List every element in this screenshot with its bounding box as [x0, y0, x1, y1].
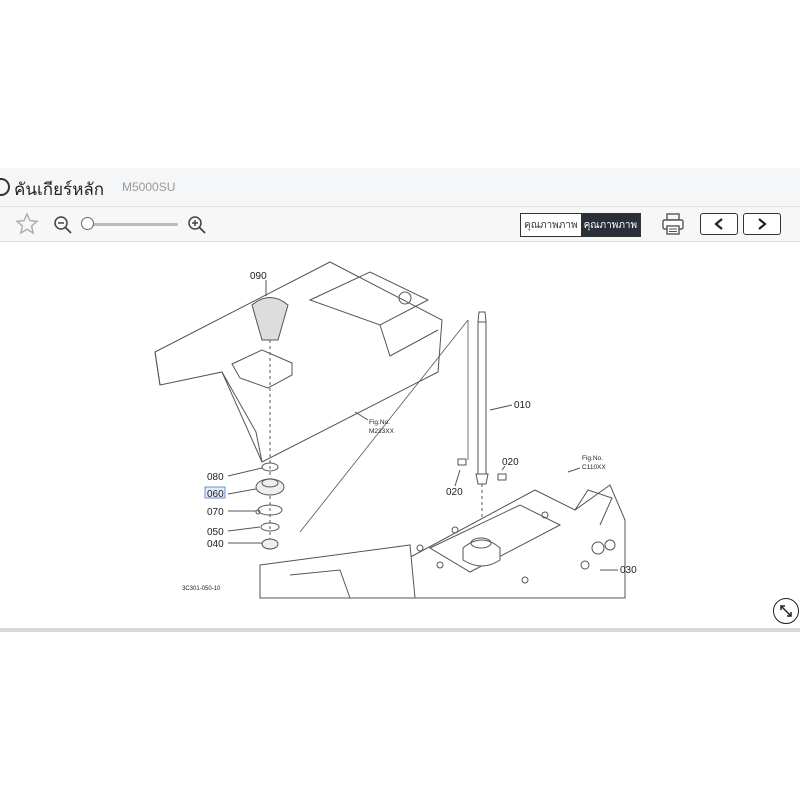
circle-icon: [0, 178, 10, 196]
printer-icon: [662, 213, 684, 235]
callout-020-right[interactable]: 020: [502, 457, 519, 468]
horizontal-scrollbar[interactable]: [0, 628, 800, 632]
zoom-out-button[interactable]: [52, 214, 74, 236]
previous-button[interactable]: [700, 213, 738, 235]
expand-button[interactable]: [773, 598, 799, 624]
quality-high-button[interactable]: คุณภาพภาพ: [580, 214, 641, 236]
toolbar: คุณภาพภาพ คุณภาพภาพ: [0, 207, 800, 242]
fig-ref-1-line2: M233XX: [369, 428, 395, 435]
chevron-left-icon: [714, 218, 723, 230]
callout-070[interactable]: 070: [207, 507, 224, 518]
zoom-in-button[interactable]: [186, 214, 208, 236]
callout-010[interactable]: 010: [514, 400, 531, 411]
parts-diagram: 090 010 020 020 080 060 070 050 040 030 …: [154, 261, 637, 599]
selected-part-highlight: [204, 486, 226, 499]
chevron-right-icon: [758, 218, 767, 230]
callout-020-left[interactable]: 020: [446, 487, 463, 498]
callout-030[interactable]: 030: [620, 565, 637, 576]
fig-ref-2-line2: C110XX: [582, 464, 606, 471]
quality-low-button[interactable]: คุณภาพภาพ: [521, 214, 581, 236]
diagram-code: 3C301-050-10: [182, 586, 221, 592]
callout-050[interactable]: 050: [207, 527, 224, 538]
callout-060[interactable]: 060: [207, 489, 224, 500]
fig-ref-2-line1: Fig.No.: [582, 455, 603, 462]
print-button[interactable]: [660, 211, 686, 237]
next-button[interactable]: [743, 213, 781, 235]
title-bar: คันเกียร์หลัก M5000SU: [0, 168, 800, 207]
parts-diagram-canvas[interactable]: 090 010 020 020 080 060 070 050 040 030 …: [0, 242, 800, 600]
expand-icon: [780, 605, 792, 617]
callout-080[interactable]: 080: [207, 472, 224, 483]
zoom-out-icon: [54, 216, 72, 234]
page-title: คันเกียร์หลัก: [14, 180, 105, 200]
zoom-slider-handle[interactable]: [81, 217, 94, 230]
callout-090[interactable]: 090: [250, 271, 267, 282]
zoom-in-icon: [188, 216, 206, 234]
fig-ref-1-line1: Fig.No.: [369, 419, 390, 426]
callout-040[interactable]: 040: [207, 539, 224, 550]
model-name: M5000SU: [122, 180, 176, 194]
quality-toggle: คุณภาพภาพ คุณภาพภาพ: [520, 213, 642, 237]
star-icon: [15, 212, 39, 235]
favorite-button[interactable]: [14, 212, 40, 236]
zoom-slider-track[interactable]: [86, 223, 178, 226]
